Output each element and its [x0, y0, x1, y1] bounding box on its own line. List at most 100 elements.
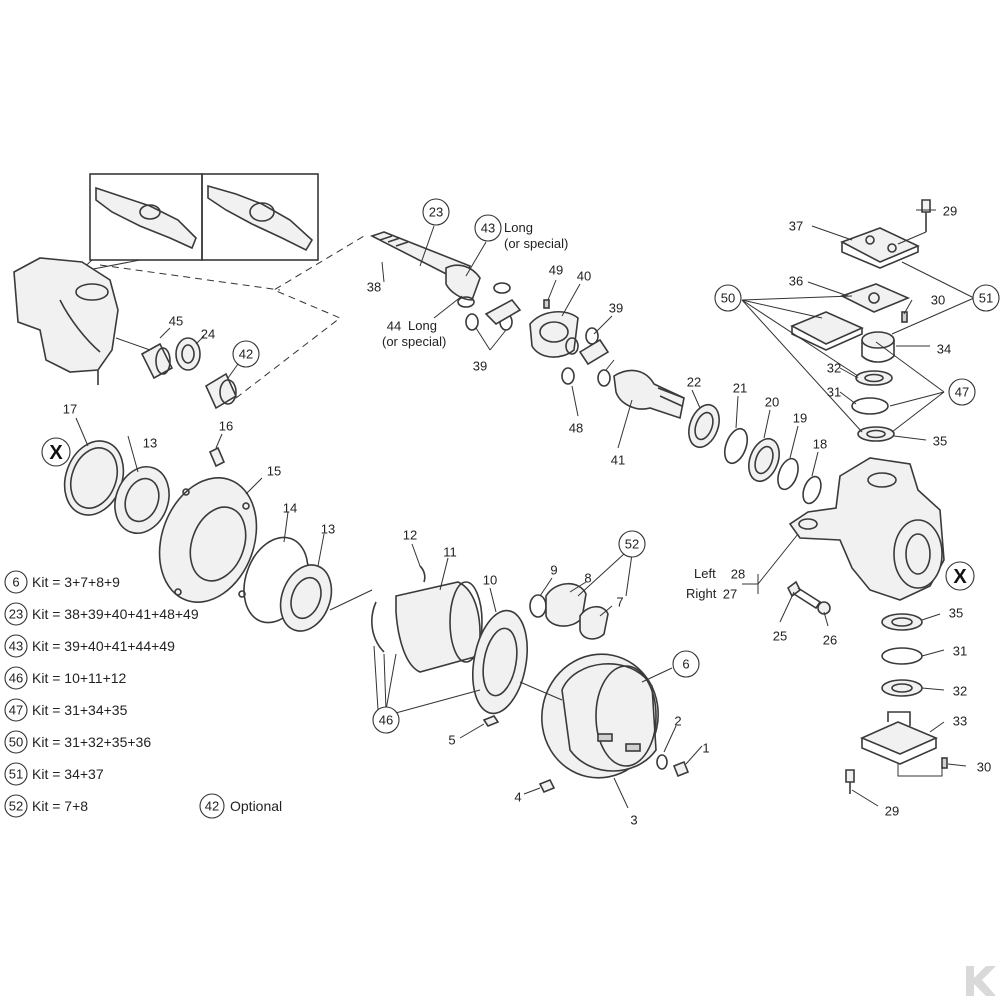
svg-text:Optional: Optional	[230, 798, 282, 814]
svg-text:24: 24	[201, 327, 215, 342]
callout-6: 6	[672, 650, 700, 678]
svg-text:11: 11	[443, 545, 457, 560]
svg-text:2: 2	[674, 714, 681, 729]
plain-callouts: 38 44 39 49 40 39 48 41 22 21 20 19 18 3…	[63, 204, 991, 828]
svg-text:Kit = 39+40+41+44+49: Kit = 39+40+41+44+49	[32, 638, 175, 654]
svg-text:17: 17	[63, 402, 77, 417]
svg-text:Kit = 3+7+8+9: Kit = 3+7+8+9	[32, 574, 120, 590]
right-steering-knuckle	[788, 457, 945, 601]
callout-52: 52	[618, 530, 646, 558]
svg-text:41: 41	[611, 453, 625, 468]
svg-text:3: 3	[630, 813, 637, 828]
svg-text:28: 28	[731, 567, 745, 582]
svg-text:8: 8	[584, 571, 591, 586]
svg-text:36: 36	[789, 274, 803, 289]
svg-text:44: 44	[387, 319, 401, 334]
shaft-seals-group	[688, 403, 822, 505]
svg-text:43: 43	[481, 221, 495, 236]
svg-text:14: 14	[283, 501, 297, 516]
bushing-group-45-24-42	[115, 327, 239, 410]
svg-text:46: 46	[9, 671, 23, 686]
svg-text:35: 35	[949, 606, 963, 621]
callout-50: 50	[714, 284, 742, 312]
or-special-label-43: (or special)	[504, 236, 568, 251]
callout-51: 51	[972, 284, 1000, 312]
svg-text:27: 27	[723, 587, 737, 602]
svg-text:46: 46	[379, 713, 393, 728]
svg-text:34: 34	[937, 342, 951, 357]
svg-text:42: 42	[239, 347, 253, 362]
svg-text:30: 30	[931, 293, 945, 308]
svg-text:21: 21	[733, 381, 747, 396]
svg-text:X: X	[953, 566, 967, 588]
svg-text:7: 7	[616, 595, 623, 610]
x-mark-right: X	[945, 561, 975, 591]
svg-text:25: 25	[773, 629, 787, 644]
svg-text:Kit = 34+37: Kit = 34+37	[32, 766, 104, 782]
svg-text:12: 12	[403, 528, 417, 543]
svg-text:Kit = 31+34+35: Kit = 31+34+35	[32, 702, 128, 718]
assembly-axis-line-2	[99, 264, 281, 291]
svg-text:32: 32	[827, 361, 841, 376]
svg-text:22: 22	[687, 375, 701, 390]
svg-text:37: 37	[789, 219, 803, 234]
svg-text:20: 20	[765, 395, 779, 410]
callout-42: 42	[232, 340, 260, 368]
bolt-25-nut-26	[786, 580, 831, 615]
svg-text:19: 19	[793, 411, 807, 426]
svg-text:26: 26	[823, 633, 837, 648]
svg-text:49: 49	[549, 263, 563, 278]
svg-text:5: 5	[448, 733, 455, 748]
long-label-44: Long	[408, 318, 437, 333]
x-mark-left: X	[41, 437, 71, 467]
svg-text:30: 30	[977, 760, 991, 775]
axle-housing-inset	[59, 173, 319, 291]
kingpin-stack-lower	[845, 613, 948, 794]
svg-text:42: 42	[205, 799, 219, 814]
svg-text:23: 23	[429, 205, 443, 220]
svg-text:18: 18	[813, 437, 827, 452]
svg-text:40: 40	[577, 269, 591, 284]
svg-text:39: 39	[473, 359, 487, 374]
assembly-axis-line	[235, 235, 365, 399]
kingpin-stack-upper	[790, 199, 931, 442]
callout-43: 43	[474, 214, 502, 242]
planetary-gear-group	[371, 565, 609, 715]
long-label-43: Long	[504, 220, 533, 235]
svg-text:16: 16	[219, 419, 233, 434]
svg-text:13: 13	[143, 436, 157, 451]
svg-text:9: 9	[550, 563, 557, 578]
svg-text:50: 50	[9, 735, 23, 750]
svg-text:15: 15	[267, 464, 281, 479]
svg-text:Kit = 10+11+12: Kit = 10+11+12	[32, 670, 127, 686]
hub-bearing-group	[63, 440, 373, 632]
svg-text:Kit = 38+39+40+41+48+49: Kit = 38+39+40+41+48+49	[32, 606, 199, 622]
right-label: Right	[686, 586, 717, 601]
svg-text:32: 32	[953, 684, 967, 699]
svg-text:4: 4	[514, 790, 521, 805]
svg-text:45: 45	[169, 314, 183, 329]
drive-shaft-assembly	[369, 231, 685, 420]
hub-cover-group	[482, 653, 690, 794]
svg-text:6: 6	[682, 657, 689, 672]
svg-text:1: 1	[702, 741, 709, 756]
svg-text:33: 33	[953, 714, 967, 729]
callout-46: 46	[372, 706, 400, 734]
svg-text:52: 52	[9, 799, 23, 814]
leader-lines	[75, 209, 975, 809]
svg-text:38: 38	[367, 280, 381, 295]
or-special-label-44: (or special)	[382, 334, 446, 349]
svg-text:23: 23	[9, 607, 23, 622]
svg-text:39: 39	[609, 301, 623, 316]
svg-text:X: X	[49, 442, 63, 464]
callout-47: 47	[948, 378, 976, 406]
svg-text:29: 29	[943, 204, 957, 219]
callout-23: 23	[422, 198, 450, 226]
svg-text:31: 31	[953, 644, 967, 659]
k-logo-watermark-icon	[966, 966, 996, 996]
